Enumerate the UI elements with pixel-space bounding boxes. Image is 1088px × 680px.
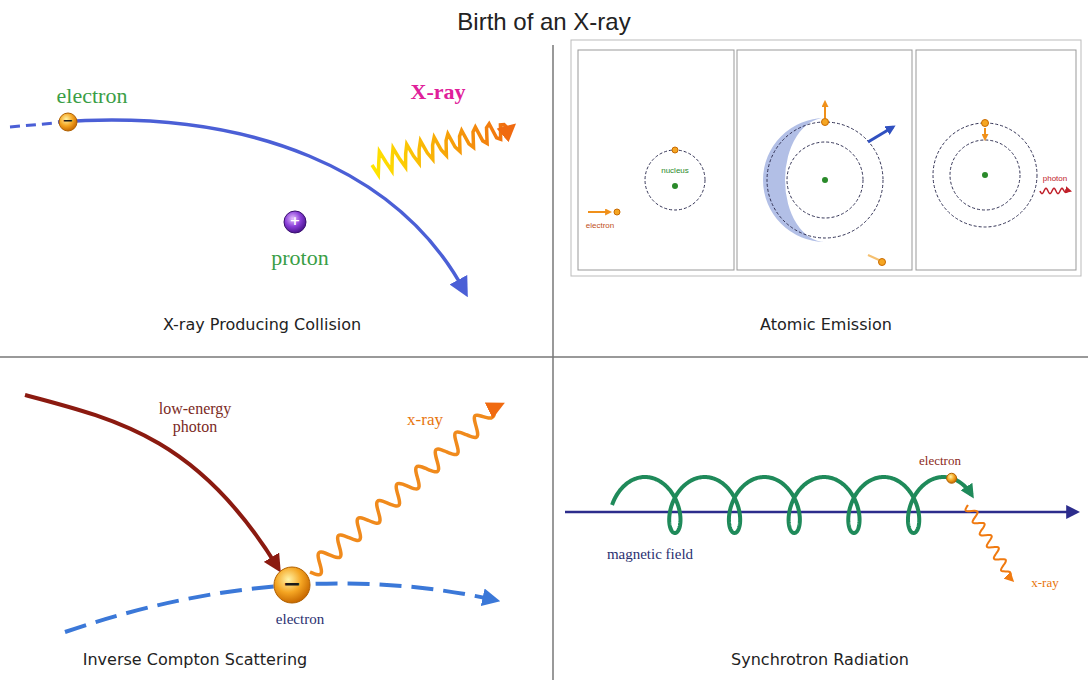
electron-shell: [645, 150, 705, 210]
photon-wave: [1040, 188, 1070, 193]
nucleus-dot: [822, 177, 828, 183]
electron-symbol: [59, 113, 77, 131]
proton-symbol: [284, 211, 306, 233]
helical-path: [612, 477, 972, 533]
electron-symbol: [274, 567, 310, 603]
particle-label: proton: [271, 245, 328, 270]
particle-label: electron: [57, 83, 128, 108]
radiation-label: X-ray: [411, 79, 466, 104]
electron-dot: [614, 209, 620, 215]
nucleus-dot: [982, 172, 988, 178]
electron-jump: [824, 102, 826, 118]
panel-caption: Inverse Compton Scattering: [83, 651, 307, 669]
particle-label: nucleus: [661, 166, 689, 175]
outgoing-arrow: [868, 127, 893, 142]
panel-divider: [552, 45, 554, 680]
inset-frame: [916, 50, 1076, 270]
xray-wave: [965, 505, 1012, 580]
panel-caption: X-ray Producing Collision: [163, 316, 361, 334]
diagram-title: Birth of an X-ray: [457, 8, 630, 36]
electron-drop: [984, 128, 986, 139]
panel-caption: Synchrotron Radiation: [731, 651, 909, 669]
electron-dot: [982, 120, 989, 127]
panel-caption: Atomic Emission: [760, 316, 892, 334]
electron-shell: [950, 140, 1020, 210]
incoming-electron: [588, 211, 610, 213]
charge-sign: −: [283, 571, 301, 596]
photon-path: [25, 395, 278, 568]
charge-sign: +: [290, 214, 301, 229]
inset-frame: [737, 50, 912, 270]
electron-dot: [822, 119, 829, 126]
electron-dot: [672, 147, 678, 153]
inset-frame: [571, 40, 1081, 276]
field-label: magnetic field: [607, 546, 693, 563]
particle-label: electron: [586, 221, 614, 230]
radiation-label: photon: [1043, 174, 1067, 183]
nucleus-dot: [672, 183, 678, 189]
panel-divider: [0, 356, 1088, 358]
electron-streak: [868, 255, 879, 260]
electron-shell: [933, 123, 1037, 227]
electron-track: [10, 123, 55, 127]
charge-sign: −: [63, 114, 74, 129]
radiation-label: x-ray: [1031, 576, 1058, 591]
electron-dot: [879, 259, 886, 266]
xray-wave: [372, 124, 512, 175]
electron-track: [58, 120, 465, 292]
ionization-shade: [763, 118, 825, 242]
radiation-label: low-energy photon: [145, 400, 245, 437]
magnetic-field-line: [565, 511, 1076, 514]
particle-label: electron: [276, 611, 324, 628]
particle-label: electron: [919, 454, 961, 469]
electron-symbol: [947, 473, 957, 483]
electron-shell: [787, 142, 863, 218]
inset-frame: [578, 50, 734, 270]
electron-shell: [767, 122, 883, 238]
xray-wave: [310, 405, 500, 575]
radiation-label: x-ray: [407, 410, 443, 430]
